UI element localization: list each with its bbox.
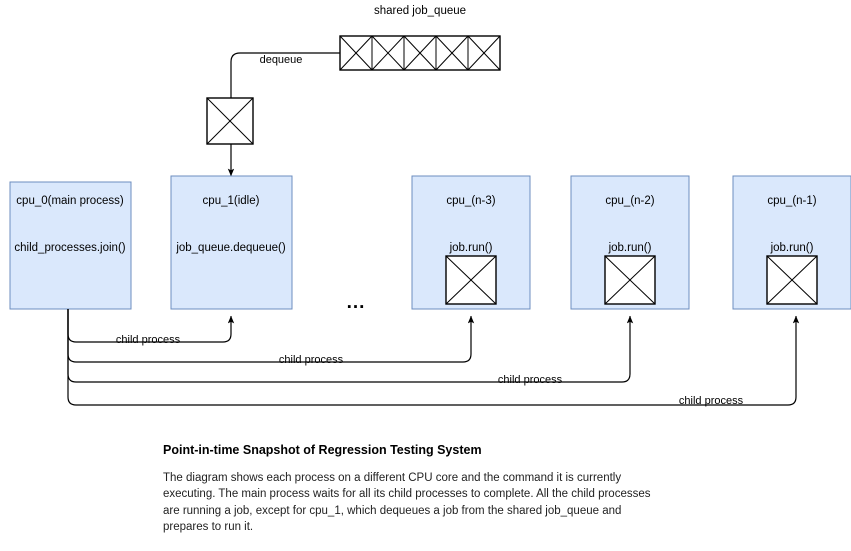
job-cross-icon — [604, 255, 656, 305]
child-process-connector-cpu_n-1 — [67, 309, 800, 406]
caption-body: The diagram shows each process on a diff… — [163, 472, 651, 533]
child-process-label: child process — [498, 374, 563, 386]
caption-title: Point-in-time Snapshot of Regression Tes… — [163, 443, 482, 457]
running-job-box — [445, 255, 497, 305]
ellipsis-indicator: ... — [347, 292, 366, 313]
running-job-box — [766, 255, 818, 305]
in-flight-job-box[interactable] — [206, 97, 254, 145]
job-cross-icon — [766, 255, 818, 305]
shared-job-queue[interactable] — [339, 35, 501, 71]
process-command: job.run() — [449, 242, 493, 254]
job-cross-icon — [445, 255, 497, 305]
process-command: job.run() — [608, 242, 652, 254]
process-box-cpu_1[interactable]: cpu_1(idle) job_queue.dequeue() — [170, 175, 293, 310]
queue-cell-job-icon — [371, 35, 405, 71]
process-title: cpu_(n-3) — [446, 195, 495, 207]
process-box-outline — [411, 175, 531, 310]
process-box-outline — [170, 175, 293, 310]
child-process-label: child process — [279, 354, 344, 366]
process-title: cpu_1(idle) — [203, 195, 260, 207]
queue-cell-job-icon — [403, 35, 437, 71]
queue-cell-job-icon — [339, 35, 373, 71]
process-title: cpu_0(main process) — [16, 195, 124, 207]
dequeue-connector — [230, 52, 340, 98]
queue-cell-job-icon — [467, 35, 501, 71]
dequeue-label: dequeue — [260, 54, 303, 66]
process-box-cpu_n-2[interactable]: cpu_(n-2) job.run() — [570, 175, 690, 310]
process-box-outline — [9, 181, 132, 310]
process-box-cpu_0[interactable]: cpu_0(main process) child_processes.join… — [9, 181, 132, 310]
child-process-label: child process — [679, 395, 744, 407]
process-command: job.run() — [770, 242, 814, 254]
process-box-cpu_n-1[interactable]: cpu_(n-1) job.run() — [732, 175, 851, 310]
child-process-label: child process — [116, 334, 181, 346]
process-command: child_processes.join() — [14, 242, 125, 254]
process-title: cpu_(n-1) — [767, 195, 816, 207]
queue-cell-job-icon — [435, 35, 469, 71]
process-title: cpu_(n-2) — [605, 195, 654, 207]
queue-title: shared job_queue — [374, 5, 466, 17]
caption-block: Point-in-time Snapshot of Regression Tes… — [163, 443, 663, 535]
process-command: job_queue.dequeue() — [175, 242, 286, 254]
running-job-box — [604, 255, 656, 305]
job-cross-icon — [206, 97, 254, 145]
process-box-cpu_n-3[interactable]: cpu_(n-3) job.run() — [411, 175, 531, 310]
